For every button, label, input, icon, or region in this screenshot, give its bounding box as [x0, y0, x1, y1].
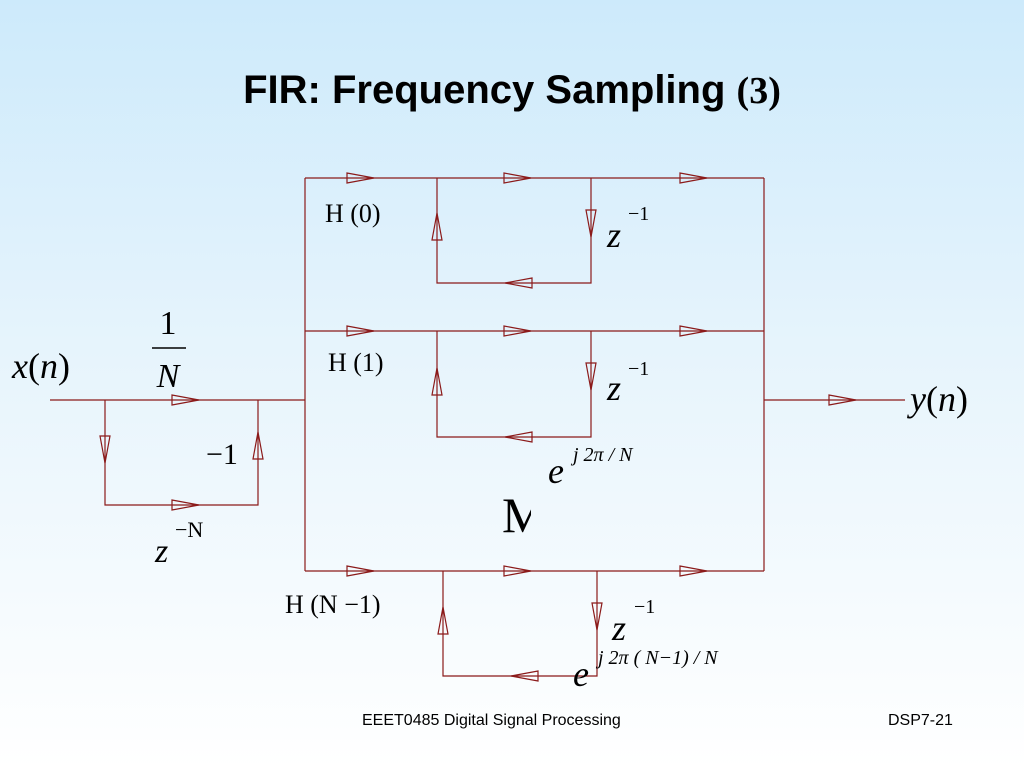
branchN-gain-text: H (N −1): [285, 590, 381, 619]
arrow-input: [171, 394, 200, 406]
arrow-comb-down: [99, 435, 111, 464]
branch1-delay-base: z: [606, 368, 621, 408]
slide-title: FIR: Frequency Sampling (3): [0, 68, 1024, 113]
branch0-loop: [436, 178, 592, 284]
arrow-bN-delay-down: [591, 602, 603, 631]
input-label: x(n): [11, 346, 70, 386]
arrow-bN-return: [510, 670, 539, 682]
footer-slide-id: DSP7-21: [888, 712, 953, 729]
arrow-b0-3: [679, 172, 708, 184]
output-y: y: [907, 379, 926, 419]
slide-title-number: (3): [736, 70, 781, 112]
arrow-bN-1: [346, 565, 375, 577]
branch1-loop: [436, 331, 592, 438]
input-n: n: [40, 346, 58, 386]
output-n: n: [938, 379, 956, 419]
scale-numerator: 1: [160, 305, 177, 342]
branch0-gain-label: H (0): [325, 199, 381, 228]
arrow-b0-up: [431, 212, 443, 241]
output-label: y(n): [907, 379, 968, 419]
branch1-delay-exp: −1: [628, 358, 649, 380]
arrow-comb-up: [252, 431, 264, 460]
branchN-delay-exp: −1: [634, 596, 655, 618]
comb-delay-exp: −N: [175, 517, 203, 542]
input-paren-open: (: [28, 346, 40, 386]
wires: [50, 177, 905, 677]
arrow-output: [828, 394, 857, 406]
branch1-gain-label: H (1): [328, 348, 384, 377]
comb-delay-base: z: [154, 533, 168, 570]
slide-title-text: FIR: Frequency Sampling: [243, 68, 726, 112]
arrow-b1-return: [504, 431, 533, 443]
flow-arrows: [99, 172, 857, 682]
arrow-b0-2: [503, 172, 532, 184]
input-x: x: [11, 346, 28, 386]
comb-loop: [104, 400, 259, 506]
comb-gain-label: −1: [206, 438, 238, 471]
branch0-delay-base: z: [606, 215, 621, 255]
arrow-bN-up: [437, 606, 449, 635]
branchN-coef-base: e: [573, 654, 589, 694]
footer-course: EEET0485 Digital Signal Processing: [362, 712, 621, 729]
arrow-b0-return: [504, 277, 533, 289]
branchN-gain-label: H (N −1): [285, 590, 381, 619]
arrow-bN-2: [503, 565, 532, 577]
arrow-b0-1: [346, 172, 375, 184]
branchN-delay-base: z: [611, 608, 626, 648]
ellipsis-glyph: M: [502, 487, 546, 543]
arrow-b1-1: [346, 325, 375, 337]
arrow-b1-up: [431, 367, 443, 396]
comb-delay-exp-text: −N: [175, 517, 203, 542]
branch1-coef-exp: j 2π / N: [570, 444, 634, 466]
arrow-b1-3: [679, 325, 708, 337]
branchN-loop: [442, 571, 598, 677]
output-paren-open: (: [926, 379, 938, 419]
branchN-coef-exp: j 2π ( N−1) / N: [595, 647, 719, 669]
input-paren-close: ): [58, 346, 70, 386]
scale-denominator: N: [156, 358, 182, 395]
arrow-b1-delay-down: [585, 362, 597, 391]
arrow-b1-2: [503, 325, 532, 337]
arrow-b0-delay-down: [585, 209, 597, 238]
branch0-delay-exp: −1: [628, 203, 649, 225]
branch1-coef-base: e: [548, 451, 564, 491]
arrow-bN-3: [679, 565, 708, 577]
output-paren-close: ): [956, 379, 968, 419]
arrow-comb-delay: [171, 499, 200, 511]
